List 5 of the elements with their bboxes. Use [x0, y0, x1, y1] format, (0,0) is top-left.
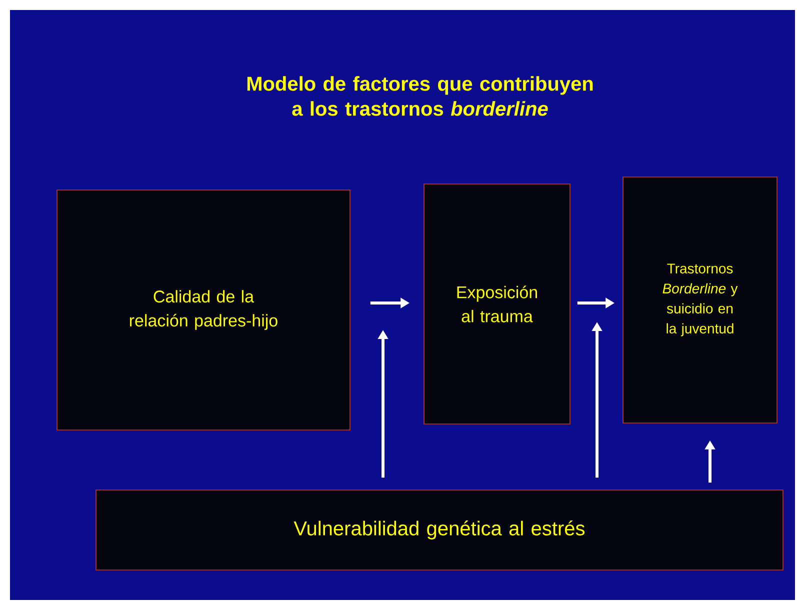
factor-box: Exposición al trauma — [424, 184, 570, 424]
title: Modelo de factores que contribuyen a los trastornos borderline — [247, 76, 593, 116]
outcome-box: Trastornos Borderline y suicidio en la juventud — [622, 176, 778, 424]
factor-box: Calidad de la relación padres-hijo — [56, 190, 350, 430]
factor-box: Vulnerabilidad genética al estrés — [96, 490, 784, 570]
